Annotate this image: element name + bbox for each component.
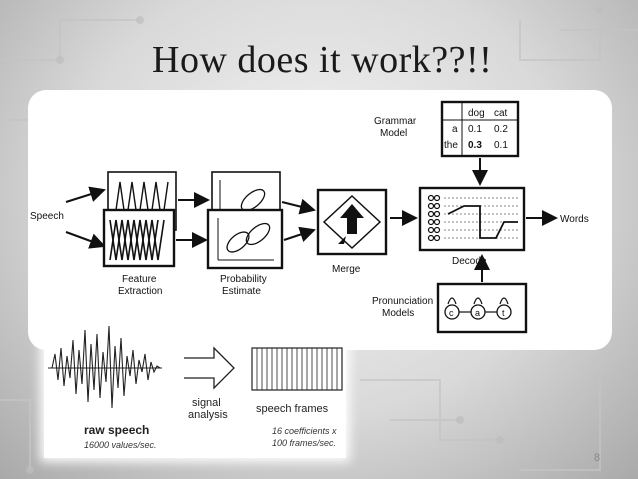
grammar-model-label-line1: Grammar <box>374 116 417 127</box>
arrow-probability-to-merge-lower <box>283 226 316 243</box>
speech-arrow-upper <box>65 186 106 203</box>
decode-label: Decode <box>452 256 487 267</box>
grammar-row-a: a <box>452 124 458 135</box>
speech-arrow-lower <box>65 231 106 249</box>
speech-frames-note-line1: 16 coefficients x <box>272 426 337 436</box>
pronunciation-state-a: a <box>475 308 480 318</box>
grammar-row-the: the <box>444 140 458 151</box>
pronunciation-models-label-line2: Models <box>382 308 414 319</box>
feature-extraction-label-line2: Extraction <box>118 286 162 297</box>
signal-analysis-label-line1: signal <box>192 397 221 409</box>
grammar-cell-a-cat: 0.2 <box>494 124 508 135</box>
signal-analysis-inset: raw speech 16000 values/sec. signal anal… <box>44 310 346 458</box>
pronunciation-model-block: c a t <box>436 282 528 334</box>
raw-speech-waveform <box>51 325 161 409</box>
speech-frames-label: speech frames <box>256 403 329 415</box>
speech-frame-lines <box>256 348 338 390</box>
pronunciation-state-c: c <box>449 308 454 318</box>
merge-block: Merge <box>316 188 388 275</box>
merge-label: Merge <box>332 264 361 275</box>
slide-title: How does it work??!! <box>152 39 493 81</box>
signal-analysis-figure: raw speech 16000 values/sec. signal anal… <box>48 325 343 450</box>
decode-block: Decode <box>418 186 526 267</box>
grammar-col-cat: cat <box>494 108 508 119</box>
pronunciation-models-label-line1: Pronunciation <box>372 296 433 307</box>
grammar-table: dog cat a 0.1 0.2 the 0.3 0.1 <box>440 100 520 158</box>
raw-speech-label: raw speech <box>84 423 149 437</box>
grammar-cell-the-cat: 0.1 <box>494 140 508 151</box>
diagram-panel: Speech Feature Extraction <box>28 90 612 350</box>
grammar-cell-the-dog: 0.3 <box>468 140 482 151</box>
arrow-probability-to-merge-upper <box>281 198 316 215</box>
speech-frames-note-line2: 100 frames/sec. <box>272 438 336 448</box>
grammar-cell-a-dog: 0.1 <box>468 124 482 135</box>
raw-speech-rate: 16000 values/sec. <box>84 440 157 450</box>
grammar-model-label-line2: Model <box>380 128 407 139</box>
probability-estimate-block: Probability Estimate <box>206 171 284 297</box>
pronunciation-state-t: t <box>502 308 505 318</box>
speech-recognition-diagram: Speech Feature Extraction <box>30 100 589 334</box>
words-label: Words <box>560 214 589 225</box>
page-number: 8 <box>594 452 601 464</box>
grammar-col-dog: dog <box>468 108 485 119</box>
speech-label: Speech <box>30 211 64 222</box>
probability-estimate-label-line1: Probability <box>220 274 267 285</box>
feature-extraction-block: Feature Extraction <box>102 171 177 297</box>
probability-estimate-label-line2: Estimate <box>222 286 261 297</box>
decode-path <box>447 205 518 239</box>
signal-analysis-arrow <box>184 346 235 390</box>
feature-extraction-label-line1: Feature <box>122 274 157 285</box>
merge-arrow-icon <box>340 204 364 234</box>
signal-analysis-label-line2: analysis <box>188 409 228 421</box>
